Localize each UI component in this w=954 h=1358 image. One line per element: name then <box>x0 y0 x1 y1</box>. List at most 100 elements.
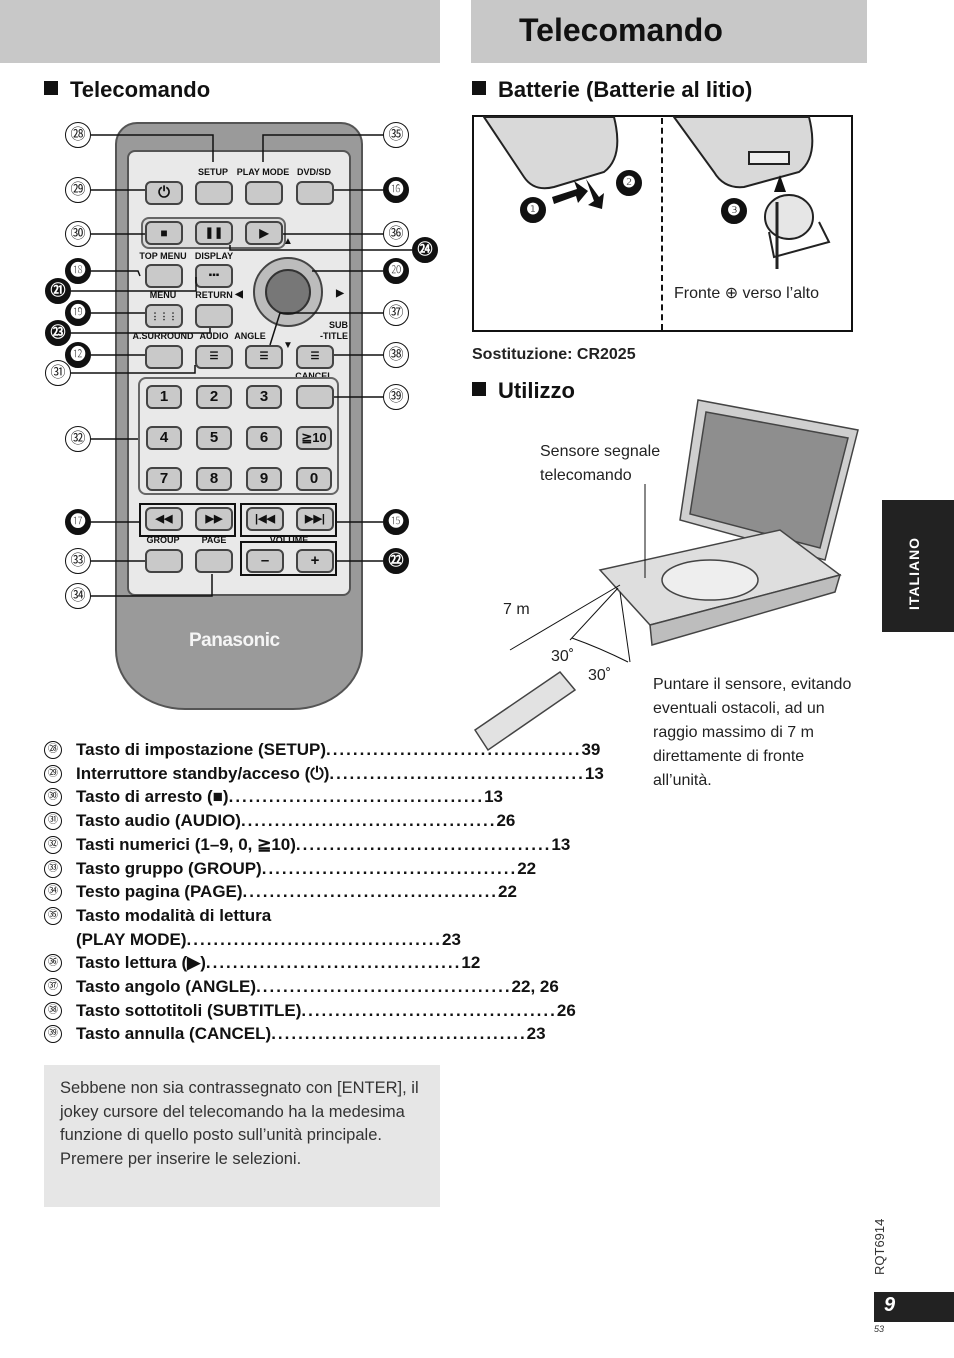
top-menu-button <box>145 264 183 288</box>
menu-button: ⋮⋮⋮ <box>145 304 183 328</box>
callout-31: ㉛ <box>45 360 71 386</box>
arrow-up-icon: ▲ <box>283 236 293 247</box>
battery-step-3: ❸ <box>721 198 747 224</box>
callout-19: ⓳ <box>65 300 91 326</box>
audio-button: ☰ <box>195 345 233 369</box>
label-volume: VOLUME <box>269 535 309 545</box>
callout-29: ㉙ <box>65 177 91 203</box>
search-group <box>139 503 236 537</box>
battery-divider <box>661 118 663 330</box>
callout-21: ㉑ <box>45 278 71 304</box>
num-key-2: 2 <box>196 385 232 409</box>
callout-28: ㉘ <box>65 122 91 148</box>
label-setup: SETUP <box>197 167 229 177</box>
cancel-button <box>296 385 334 409</box>
callout-22: ㉒ <box>383 548 409 574</box>
group-button <box>145 549 183 573</box>
num-key-9: 9 <box>246 467 282 491</box>
page-button <box>195 549 233 573</box>
volume-up-button: + <box>296 549 334 573</box>
section-title-utilizzo: Utilizzo <box>472 378 575 404</box>
volume-group <box>240 541 337 576</box>
right-header-bar <box>471 0 867 63</box>
battery-figure <box>472 115 853 332</box>
label-group: GROUP <box>146 535 180 545</box>
arrow-left-icon: ◀ <box>235 289 243 300</box>
callout-30: ㉚ <box>65 221 91 247</box>
callout-23: ㉓ <box>45 320 71 346</box>
angle-label-1: 30˚ <box>551 648 575 665</box>
num-key-7: 7 <box>146 467 182 491</box>
callout-leader-lines <box>71 134 412 597</box>
play-button: ▶ <box>245 221 283 245</box>
callout-34: ㉞ <box>65 583 91 609</box>
num-key-4: 4 <box>146 426 182 450</box>
label-menu: MENU <box>149 290 177 300</box>
callout-36: ㊱ <box>383 221 409 247</box>
battery-step-2: ❷ <box>616 170 642 196</box>
arrow-right-icon: ▶ <box>336 288 344 299</box>
callout-18: ⓲ <box>65 258 91 284</box>
page-sub-number: 53 <box>874 1324 885 1334</box>
label-subtitle: SUB -TITLE <box>320 320 348 341</box>
angle-label-2: 30˚ <box>588 667 612 684</box>
label-display: DISPLAY <box>194 251 234 261</box>
bullet-square-icon <box>472 382 486 396</box>
battery-step-1: ❶ <box>520 197 546 223</box>
dvd-sd-button <box>296 181 334 205</box>
setup-button <box>195 181 233 205</box>
rewind-button: ◀◀ <box>145 507 183 531</box>
num-key-10plus: ≧10 <box>296 426 332 450</box>
callout-20: ⓴ <box>383 258 409 284</box>
callout-32: ㉜ <box>65 426 91 452</box>
label-angle: ANGLE <box>234 331 266 341</box>
battery-caption: Fronte ⊕ verso l’alto <box>674 285 820 302</box>
bullet-square-icon <box>44 81 58 95</box>
section-title-telecomando: Telecomando <box>44 77 210 103</box>
label-audio: AUDIO <box>199 331 229 341</box>
fast-forward-button: ▶▶ <box>195 507 233 531</box>
usage-illustration <box>473 399 859 752</box>
bullet-square-icon <box>472 81 486 95</box>
callout-16: ⓰ <box>383 177 409 203</box>
return-button <box>195 304 233 328</box>
num-key-0: 0 <box>296 467 332 491</box>
num-key-6: 6 <box>246 426 282 450</box>
arrow-down-icon: ▼ <box>283 340 293 351</box>
sensor-label: Sensore segnale telecomando <box>540 443 661 484</box>
angle-button: ☰ <box>245 345 283 369</box>
callout-37: ㊲ <box>383 300 409 326</box>
callout-12: ⓬ <box>65 342 91 368</box>
document-code: RQT6914 <box>872 1218 887 1275</box>
brand-logo: Panasonic <box>189 630 280 651</box>
language-tab: ITALIANO <box>882 500 954 632</box>
num-key-8: 8 <box>196 467 232 491</box>
pause-button: ❚❚ <box>195 221 233 245</box>
battery-illustration <box>482 116 831 269</box>
power-button: ⏻ <box>145 181 183 205</box>
usage-instruction: Puntare il sensore, evitando eventuali o… <box>653 676 852 789</box>
list-item: (PLAY MODE).............................… <box>76 929 461 949</box>
label-return: RETURN <box>195 290 233 300</box>
callout-38: ㊳ <box>383 342 409 368</box>
skip-forward-button: ▶▶| <box>296 507 334 531</box>
label-page: PAGE <box>201 535 227 545</box>
callout-35: ㉟ <box>383 122 409 148</box>
skip-group <box>240 503 337 537</box>
num-key-3: 3 <box>246 385 282 409</box>
stop-button: ■ <box>145 221 183 245</box>
a-surround-button <box>145 345 183 369</box>
replacement-info: Sostituzione: CR2025 <box>472 346 636 363</box>
distance-label: 7 m <box>503 601 530 618</box>
callout-17: ⓱ <box>65 509 91 535</box>
